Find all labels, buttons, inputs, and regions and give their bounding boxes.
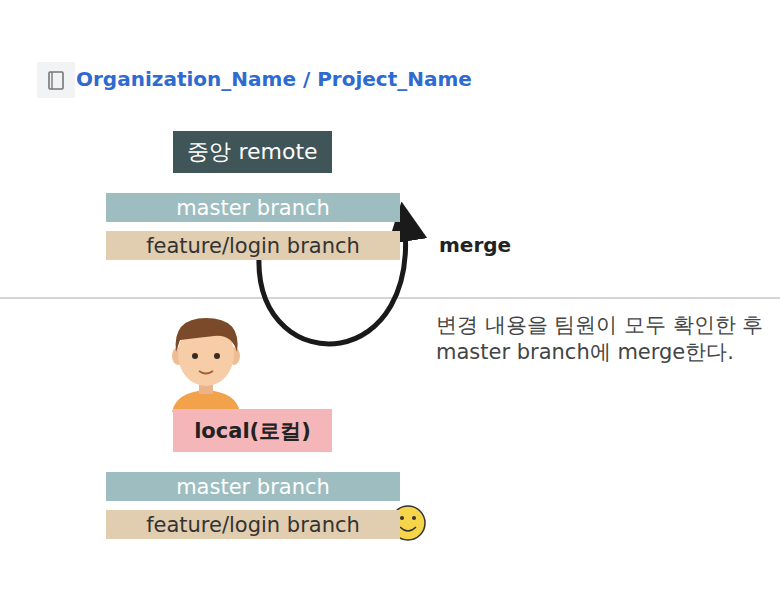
node-text: local(로컬) xyxy=(194,417,311,445)
branch-band: feature/login branch xyxy=(106,231,400,260)
node-text: feature/login branch xyxy=(146,513,360,537)
remote-box: 중앙 remote xyxy=(173,131,332,173)
node-text: master branch xyxy=(176,475,330,499)
person-illustration xyxy=(172,318,240,412)
branch-band: feature/login branch xyxy=(106,510,400,539)
divider-line xyxy=(0,298,780,299)
page-title: Organization_Name / Project_Name xyxy=(76,67,472,91)
node-text: feature/login branch xyxy=(146,234,360,258)
node-text: 중앙 remote xyxy=(187,137,317,167)
branch-band: master branch xyxy=(106,472,400,501)
node-text: master branch xyxy=(176,196,330,220)
repo-book-icon xyxy=(37,62,75,98)
branch-band: master branch xyxy=(106,193,400,222)
note-text: 변경 내용을 팀원이 모두 확인한 후 master branch에 merge… xyxy=(436,312,766,367)
edge-label: merge xyxy=(437,233,513,257)
local-box: local(로컬) xyxy=(173,409,332,452)
